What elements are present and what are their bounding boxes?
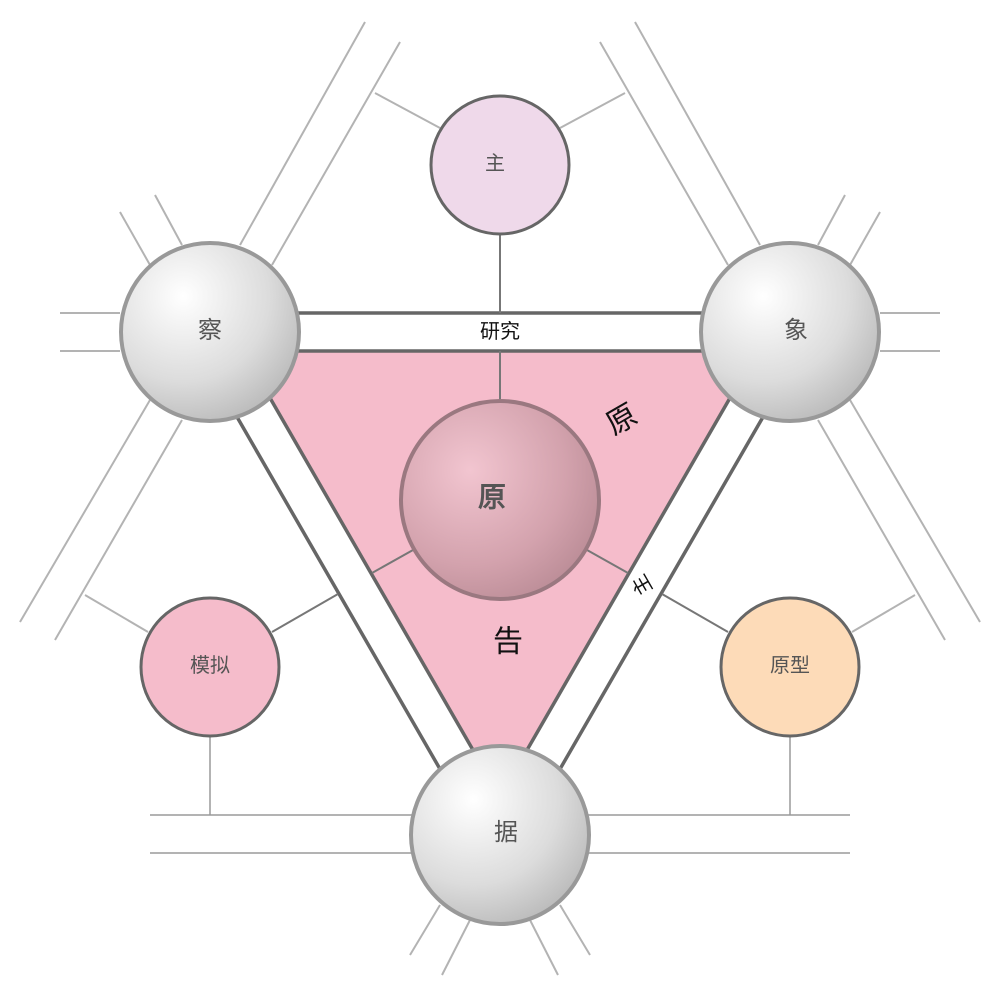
spokes [271,235,729,633]
node-top-label: 主 [485,151,505,175]
top-band-label: 研究 [480,319,520,343]
node-lower-left[interactable]: 模拟 [139,596,281,738]
extension-lines [19,21,981,976]
node-center-label: 原 [478,481,506,514]
node-left-sphere[interactable]: 察 [119,241,301,423]
node-bottom-sphere[interactable]: 据 [409,744,591,926]
node-left-label: 察 [198,316,222,344]
node-bottom-label: 据 [494,818,518,846]
node-right-label: 象 [784,316,808,344]
node-lower-right[interactable]: 原型 [719,596,861,738]
node-lower-right-label: 原型 [770,653,810,677]
node-top[interactable]: 主 [429,94,571,236]
node-right-sphere[interactable]: 象 [699,241,881,423]
node-lower-left-label: 模拟 [190,653,230,677]
right-band-label: 主 [627,570,658,599]
bottom-inner-label: 告 [493,625,523,660]
node-center-sphere[interactable]: 原 [399,399,601,601]
